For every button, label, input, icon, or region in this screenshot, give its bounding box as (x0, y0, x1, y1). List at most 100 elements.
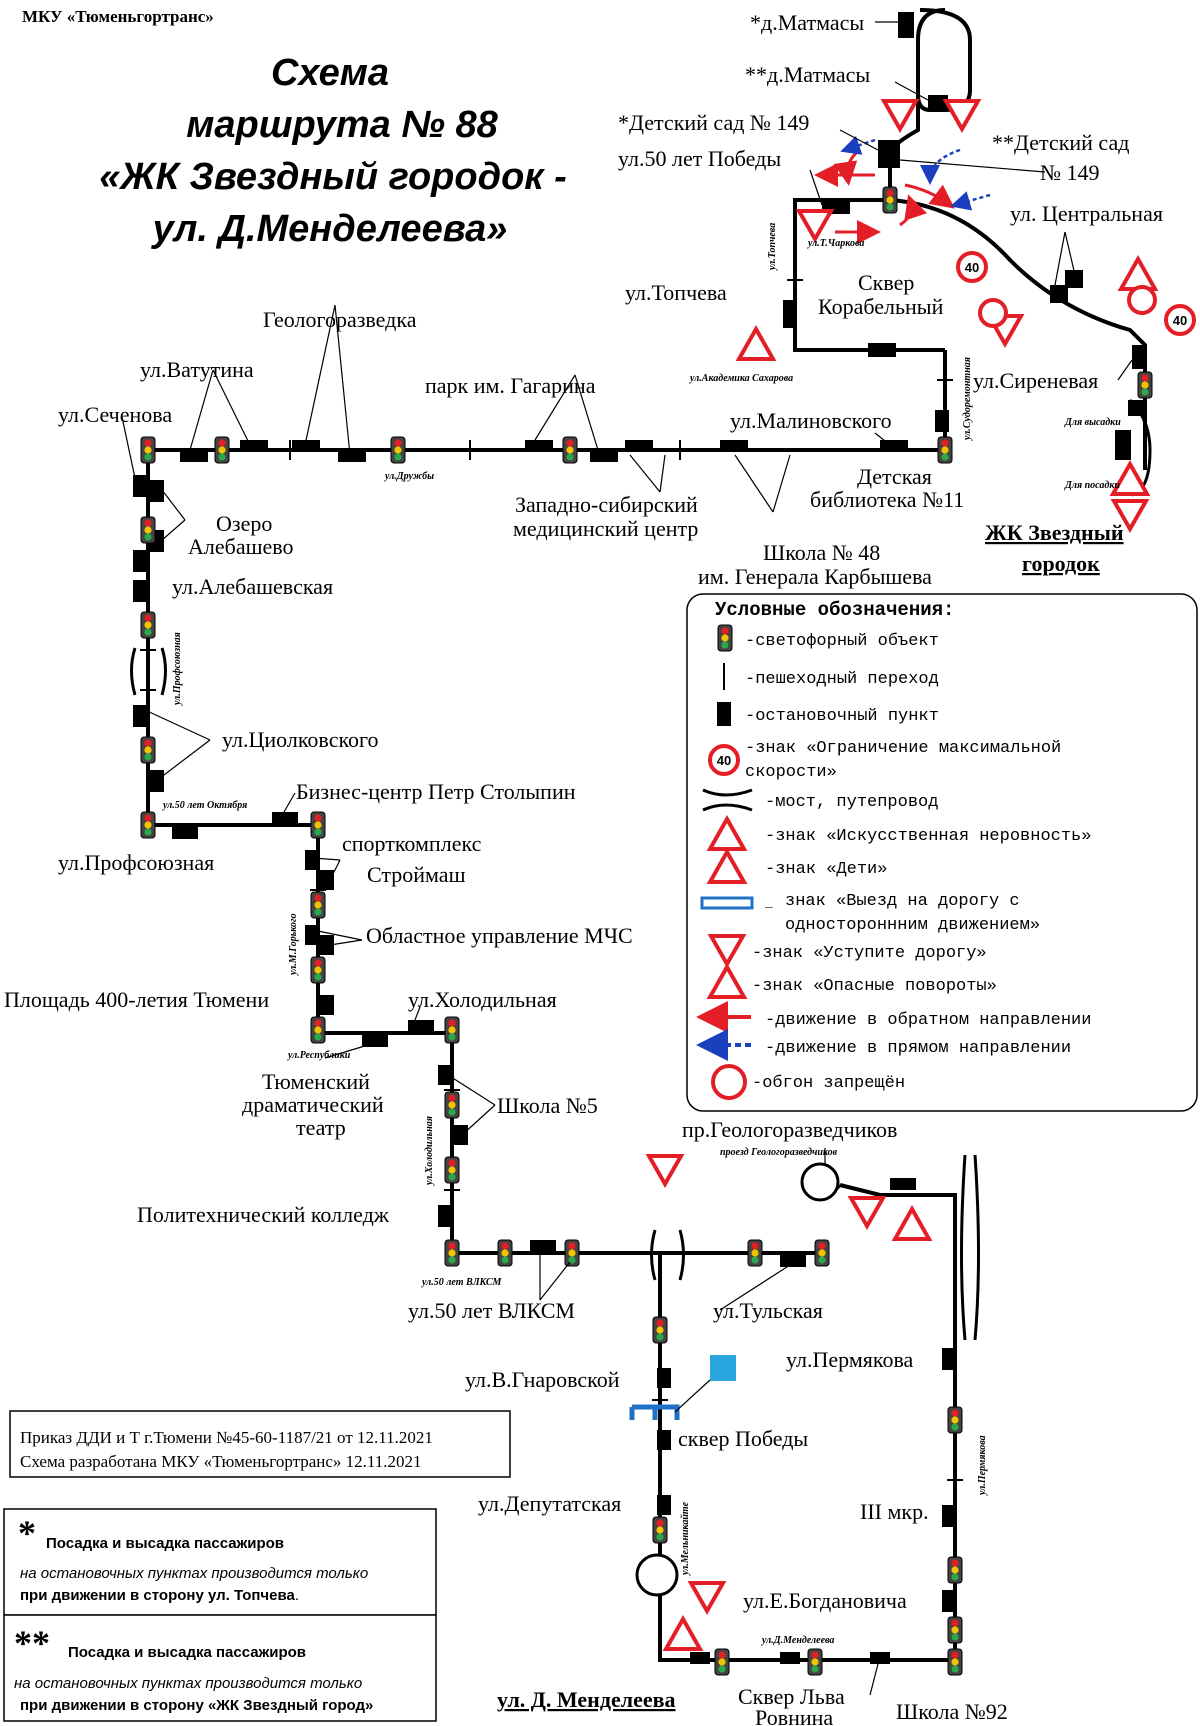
label-park-gagarina: парк им. Гагарина (425, 373, 596, 398)
legend-item-crosswalk: -пешеходный переход (745, 670, 939, 689)
label-bogdanovicha: ул.Е.Богдановича (743, 1588, 907, 1613)
stop-ploshad400 (320, 995, 334, 1015)
stop-mchs-2 (320, 935, 334, 955)
stop-kholodilnaya (408, 1020, 434, 1032)
stop-bogdanovicha (942, 1590, 956, 1612)
stop-centralnaya-2 (1050, 285, 1068, 303)
title-line-3: «ЖК Звездный городок - (99, 156, 567, 198)
label-sportkompleks: спорткомплекс (342, 831, 482, 856)
title-line-4: ул. Д.Менделеева» (151, 208, 508, 250)
stop-3mkr (942, 1505, 956, 1527)
label-shkola48-1: Школа № 48 (763, 540, 880, 565)
label-akad-sakharova: ул.Академика Сахарова (689, 373, 793, 384)
stop-teatr (362, 1035, 388, 1047)
label-alebashevskaya: ул.Алебашевская (172, 574, 333, 599)
note-2-title: Посадка и высадка пассажиров (68, 1644, 306, 1661)
label-detbib-1: Детская (857, 464, 932, 489)
traffic-light-icon (310, 1016, 326, 1044)
note-2-line-1: на остановочных пунктах производится тол… (14, 1675, 362, 1692)
legend-item-yield: -знак «Уступите дорогу» (752, 944, 987, 963)
legend-item-stop: -остановочный пункт (745, 707, 939, 726)
stop-park-gagarina (525, 440, 553, 452)
label-detsad-1: *Детский сад № 149 (618, 110, 809, 135)
legend-item-speed-2: скорости» (745, 763, 837, 782)
label-teatr-3: театр (296, 1115, 346, 1140)
label-zk-zvezdny-1: ЖК Звездный (985, 520, 1124, 545)
label-shkola5: Школа №5 (497, 1093, 598, 1118)
label-shkola48-2: им. Генерала Карбышева (698, 564, 932, 589)
label-vlksm-small: ул.50 лет ВЛКСМ (421, 1277, 503, 1288)
stop-matmasy-2 (928, 95, 948, 109)
stop-ozero-2 (150, 480, 164, 502)
traffic-light-icon (310, 811, 326, 839)
svg-text:40: 40 (965, 260, 979, 275)
stop-vatutina-2 (180, 450, 208, 462)
order-line-2: Схема разработана МКУ «Тюменьгортранс» 1… (20, 1452, 422, 1471)
note-1-line-1: на остановочных пунктах производится тол… (20, 1565, 368, 1582)
label-ozero-2: Алебашево (188, 534, 294, 559)
stop-centralnaya (1065, 270, 1083, 288)
traffic-light-icon (140, 811, 156, 839)
stop-sportkompleks (305, 850, 319, 870)
traffic-light-icon (444, 1091, 460, 1119)
label-topcheva: ул.Топчева (625, 280, 727, 305)
label-dlya-vysadki: Для высадки (1064, 417, 1121, 428)
svg-text:_: _ (764, 895, 773, 910)
stop-shkola5-2 (454, 1125, 468, 1145)
traffic-light-icon (937, 436, 953, 464)
label-ploshad400: Площадь 400-летия Тюмени (4, 987, 269, 1012)
traffic-light-icon (140, 736, 156, 764)
note-2-star: ** (14, 1623, 50, 1663)
stop-zsmc (625, 440, 653, 452)
note-1-line-2: при движении в сторону ул. Топчева. (20, 1587, 299, 1604)
traffic-light-icon (747, 1239, 763, 1267)
stop-matmasy-1 (898, 12, 914, 38)
label-skver-pobedy: сквер Победы (678, 1426, 808, 1451)
label-topcheva-v: ул.Топчева (767, 223, 778, 271)
label-skver-rovnina-2: Ровнина (755, 1705, 833, 1726)
traffic-light-icon (1137, 371, 1153, 399)
traffic-light-icon (807, 1648, 823, 1676)
traffic-light-icon (444, 1239, 460, 1267)
label-sirenevaya: ул.Сиреневая (973, 368, 1098, 393)
leader-lines (121, 21, 1133, 1696)
label-zsmc-1: Западно-сибирский (515, 492, 698, 517)
label-politekh: Политехнический колледж (137, 1202, 390, 1227)
label-zsmc-2: медицинский центр (513, 516, 698, 541)
stop-politekh (438, 1205, 452, 1227)
label-deputatskaya: ул.Депутатская (478, 1491, 621, 1516)
stop-alebashevskaya (133, 550, 147, 572)
one-way-exit-sign (710, 1355, 736, 1381)
label-pobedy-50: ул.50 лет Победы (618, 146, 781, 171)
label-kholodilnaya-v: ул.Холодильная (424, 1116, 435, 1186)
title-line-1: Схема (271, 52, 389, 94)
label-skver-korabelny-1: Сквер (858, 270, 914, 295)
label-geologorazvedka: Геологоразведка (263, 307, 417, 332)
stop-zvezdny-in (1115, 430, 1131, 460)
direction-arrows (814, 135, 991, 244)
stop-biznes-centr (272, 812, 298, 824)
stop-mchs (305, 925, 319, 945)
legend-item-bridge: -мост, путепровод (765, 793, 938, 812)
legend-item-reverse: -движение в обратном направлении (765, 1011, 1091, 1030)
label-tulskaya: ул.Тульская (713, 1298, 823, 1323)
stop-tsiolkovskogo (133, 705, 147, 727)
legend-speed-value: 40 (717, 753, 731, 768)
crosswalks (140, 279, 963, 1481)
stop-vlksm (530, 1240, 556, 1252)
bridges (130, 647, 980, 1341)
label-sechenova: ул.Сеченова (58, 402, 172, 427)
label-profsoyuznaya-v: ул.Профсоюзная (172, 632, 183, 706)
legend-item-one-way: знак «Выезд на дорогу с (785, 892, 1020, 911)
note-1-star: * (18, 1513, 36, 1553)
stop-skver-rovnina (780, 1652, 800, 1664)
map-labels: *д.Матмасы **д.Матмасы *Детский сад № 14… (4, 10, 1163, 1726)
stop-geologorazvedka-2 (338, 450, 366, 462)
order-line-1: Приказ ДДИ и Т г.Тюмени №45-60-1187/21 о… (20, 1428, 433, 1447)
traffic-light-icon (214, 436, 230, 464)
label-melnikayte: ул.Мельникайте (680, 1501, 691, 1576)
label-tsiolkovskogo: ул.Циолковского (222, 727, 379, 752)
label-centralnaya: ул. Центральная (1010, 201, 1163, 226)
stop-zsmc-2 (590, 450, 618, 462)
stop-tulskaya (780, 1255, 806, 1267)
